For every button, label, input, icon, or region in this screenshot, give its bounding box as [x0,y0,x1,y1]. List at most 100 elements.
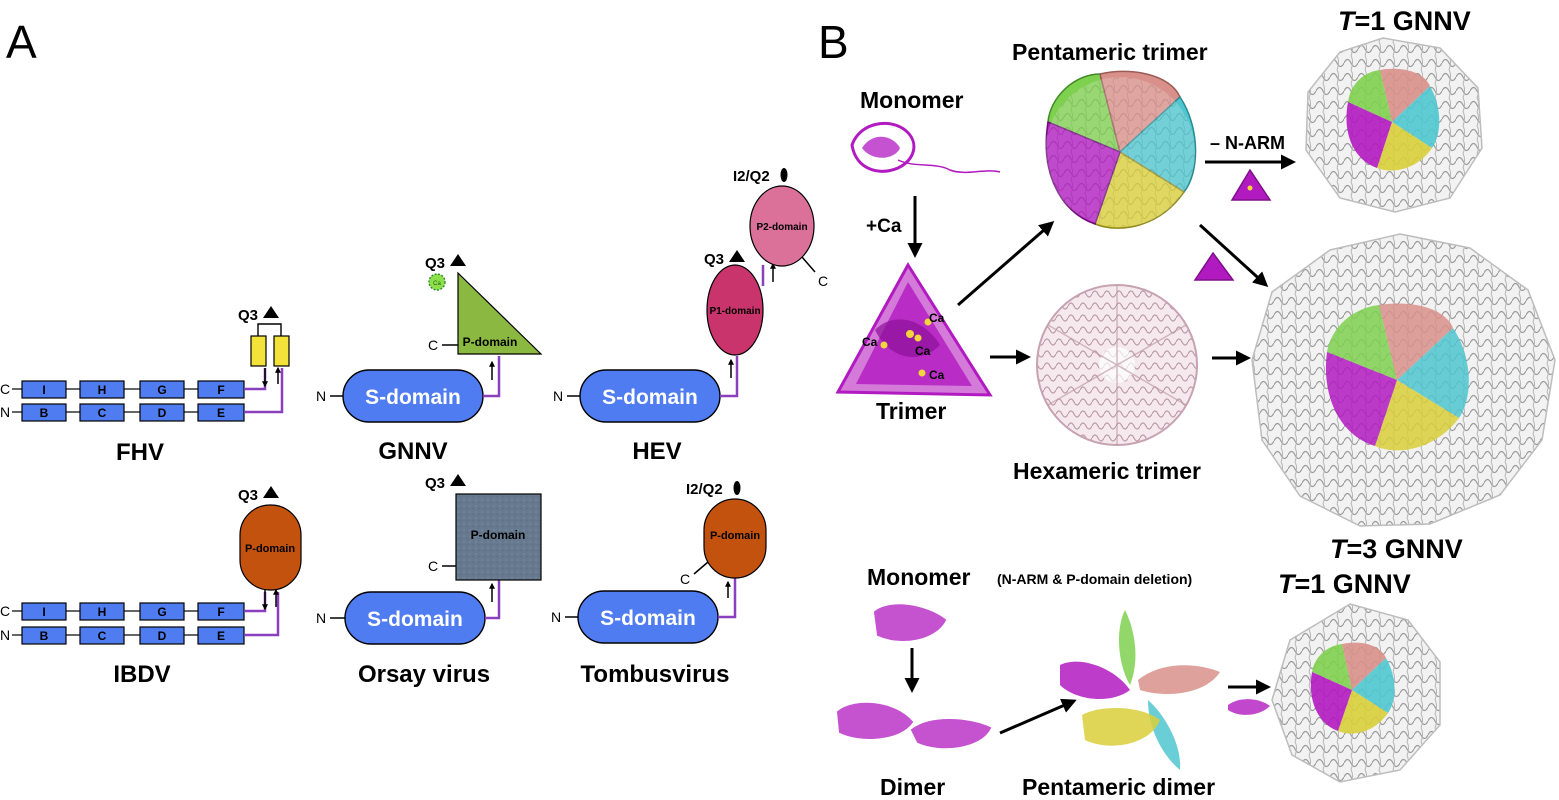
orsay-q3-label: Q3 [425,475,445,492]
orsay-diagram: N S-domain P-domain C Q3 Orsay virus [316,474,542,688]
ibdv-label: IBDV [113,661,170,688]
deletion-note: (N-ARM & P-domain deletion) [997,571,1192,587]
q3-triangle-icon [263,486,279,498]
p-domain-label: P-domain [245,543,295,555]
pentameric-dimer-label: Pentameric dimer [1022,774,1215,800]
c-terminus-label: C [0,381,10,397]
tombus-label: Tombusvirus [581,661,730,688]
c-terminus-label: C [428,337,438,353]
ibdv-diagram: I H G F B C D E C N P-domain Q3 IBDV [0,486,302,688]
hev-diagram: N S-domain P1-domain P2-domain C Q3 I2/Q… [553,168,828,465]
monomer2-label: Monomer [867,564,971,590]
ca-label: Ca [929,311,945,325]
strand-label: C [98,406,107,420]
strand-label: F [217,383,224,397]
orsay-p-domain [455,493,542,581]
t1-title: T=1 GNNV [1338,6,1471,36]
fhv-strands-bottom: B C D E [12,403,245,422]
strand-label: G [157,605,166,619]
panel-b: Monomer +Ca Ca Ca Ca Ca Trimer Pentameri… [835,6,1556,800]
strand-label: G [157,383,166,397]
minus-narm-label: – N-ARM [1210,133,1285,153]
gnnv-diagram: N S-domain P-domain C Q3 Ca GNNV [316,254,543,465]
monomer-label: Monomer [860,87,964,113]
p1-domain-label: P1-domain [709,306,760,317]
gnnv-p-domain [457,271,543,355]
panel-b-label: B [818,16,849,68]
p-domain-label: P-domain [471,528,526,542]
c-terminus-label: C [428,558,438,574]
pentameric-trimer-structure [1045,70,1197,229]
strand-label: C [98,629,107,643]
hev-p1-domain [706,264,764,356]
dimer-label: Dimer [880,774,945,800]
t3-title: T=3 GNNV [1330,534,1463,564]
panel-a-label: A [6,16,37,68]
strand-label: B [40,629,49,643]
calcium-icon [428,273,446,291]
fhv-q3-label: Q3 [238,307,258,324]
strand-label: I [42,605,45,619]
strand-label: D [158,406,167,420]
pentameric-trimer-label: Pentameric trimer [1012,39,1208,65]
trimer-label: Trimer [876,398,946,424]
c-terminus-label: C [0,603,10,619]
ibdv-q3-label: Q3 [238,487,258,504]
p-domain-label: P-domain [710,530,760,542]
p-domain-label: P-domain [463,335,518,349]
fhv-strands-top: I H G F [12,380,245,399]
strand-label: I [42,383,45,397]
tombus-diagram: N S-domain P-domain C I2/Q2 Tombusvirus [551,481,767,688]
n-terminus-label: N [553,388,563,404]
strand-label: B [40,406,49,420]
c-terminus-label: C [818,273,828,289]
i2-oval-icon [733,481,741,495]
gnnv-label: GNNV [378,438,447,465]
n-terminus-label: N [0,404,10,420]
fhv-diagram: I H G F B C D E C N Q3 FHV [0,306,290,466]
monomer-structure [850,121,1001,174]
fhv-helix-left [250,335,267,367]
hev-label: HEV [632,438,681,465]
pentameric-dimer-structure [1060,610,1220,770]
small-dimer-icon [1228,699,1270,715]
n-terminus-label: N [316,610,326,626]
s-domain-label: S-domain [367,608,463,631]
fhv-helix-right [273,335,290,367]
ibdv-p-domain [239,504,302,591]
n-terminus-label: N [551,609,561,625]
q3-triangle-icon [729,250,745,262]
tombus-i2q2-label: I2/Q2 [686,481,723,498]
ca-label: Ca [862,335,878,349]
p2-domain-label: P2-domain [756,222,807,233]
calcium-label: Ca [433,281,441,287]
strand-label: D [158,629,167,643]
hev-p2-domain [749,185,815,267]
plus-ca-label: +Ca [866,216,902,237]
hev-q3-label: Q3 [704,251,724,268]
strand-label: F [217,605,224,619]
t1-title-bottom: T=1 GNNV [1278,569,1411,599]
strand-label: E [217,406,225,420]
dimer-structure [836,702,992,749]
c-terminus-label: C [680,571,690,587]
small-trimer-icon [1193,251,1235,281]
s-domain-label: S-domain [602,386,698,409]
strand-label: H [98,383,107,397]
small-trimer-icon [1230,168,1272,201]
ca-label: Ca [915,344,931,358]
fhv-label: FHV [116,439,164,466]
q3-triangle-icon [263,306,279,318]
hexameric-trimer-structure [1036,284,1198,446]
tombus-p-domain [703,498,767,579]
t1-gnnv-structure-bottom [1271,603,1441,783]
t1-gnnv-structure [1305,37,1483,213]
s-domain-label: S-domain [600,607,696,630]
n-terminus-label: N [316,388,326,404]
gnnv-q3-label: Q3 [425,255,445,272]
n-terminus-label: N [0,627,10,643]
hexameric-trimer-label: Hexameric trimer [1013,458,1201,484]
q3-triangle-icon [450,474,466,486]
i2-oval-icon [780,168,788,182]
